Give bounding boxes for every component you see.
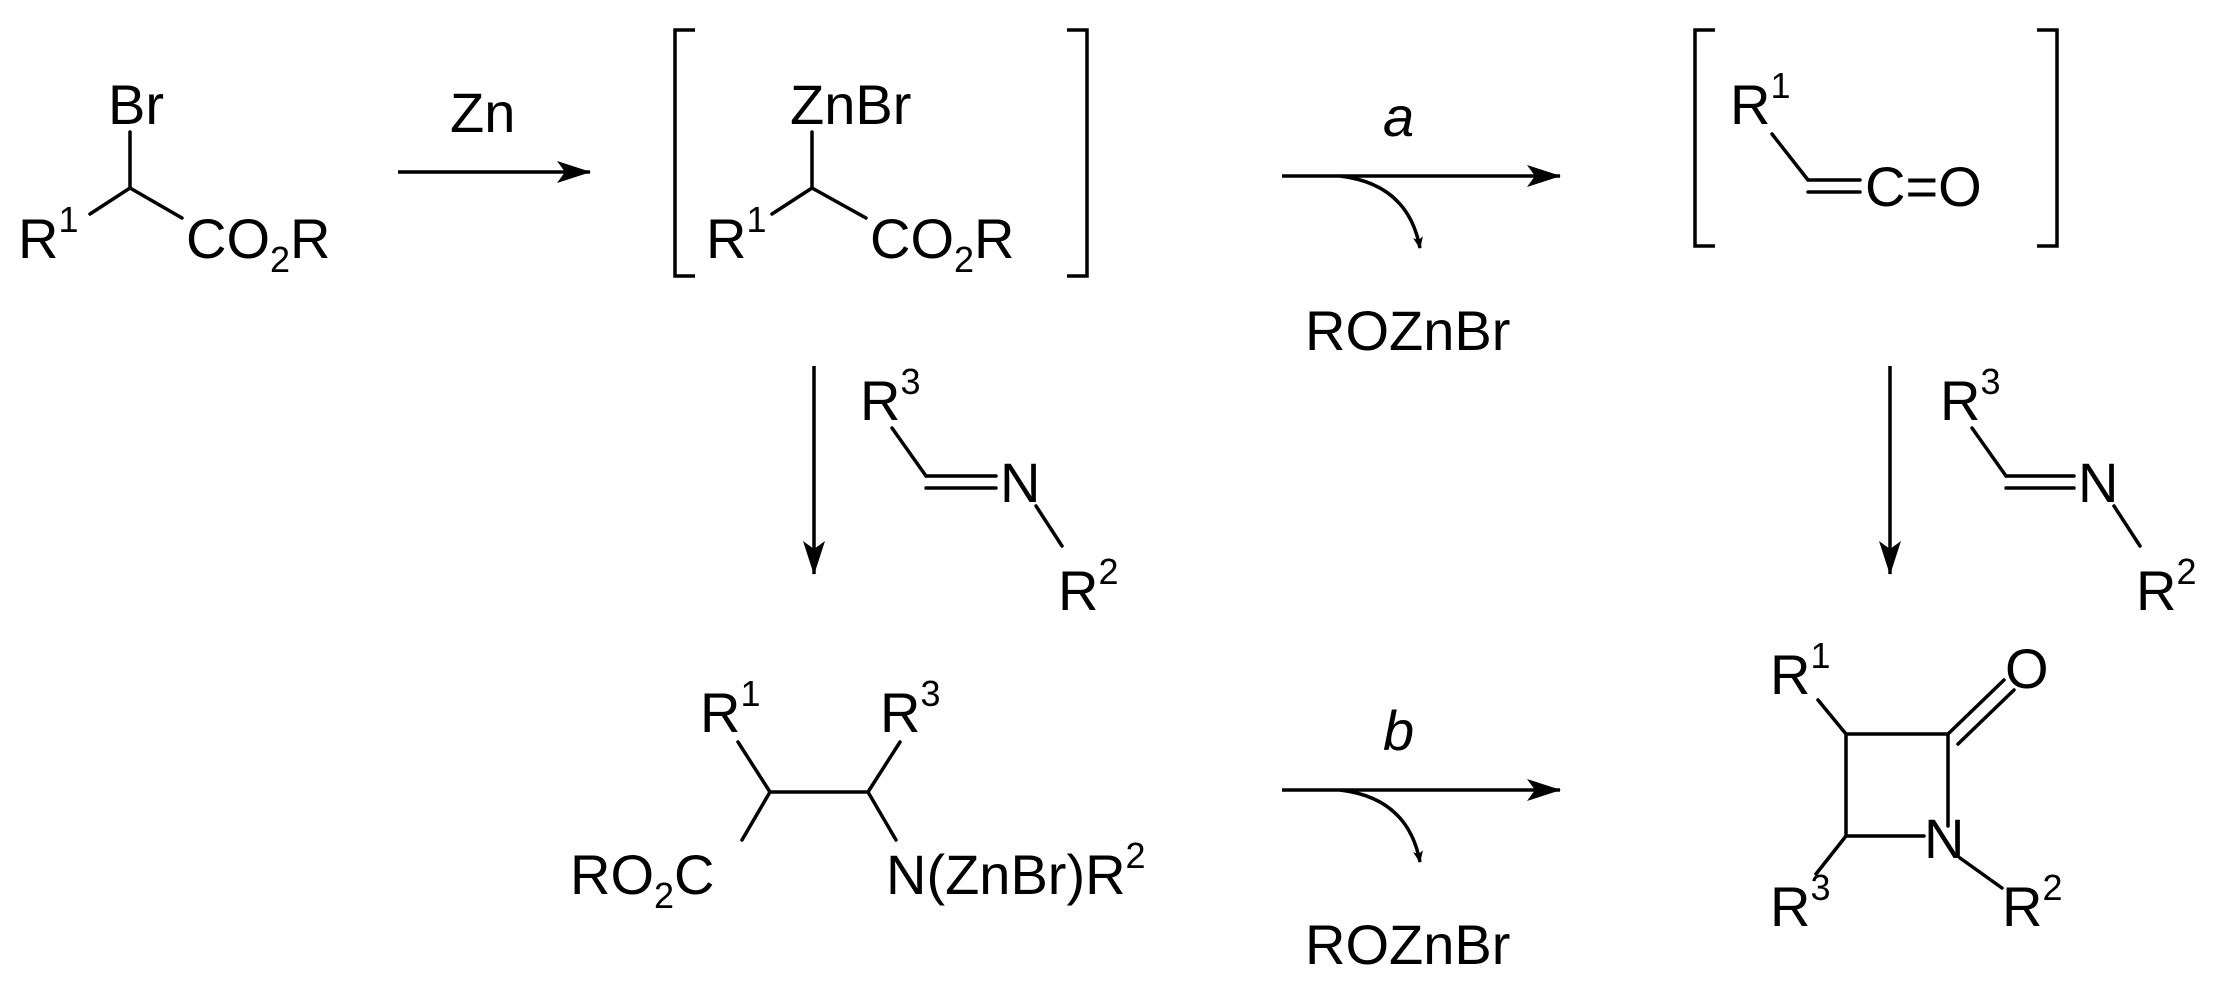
imine-reagent-right: R3 N R2 bbox=[1940, 361, 2196, 622]
beta-lactam-product: R1 O N R3 R2 bbox=[1770, 635, 2062, 938]
left-bracket bbox=[673, 28, 695, 278]
pathway-b-label: b bbox=[1383, 699, 1414, 762]
bond bbox=[128, 186, 184, 220]
pathway-a-label: a bbox=[1383, 85, 1414, 148]
imine-reagent: R3 N R2 bbox=[860, 361, 1118, 622]
right-bracket bbox=[2037, 28, 2059, 248]
nitrogen-label: N bbox=[1000, 451, 1040, 514]
bond bbox=[1970, 426, 2008, 478]
r3-label: R3 bbox=[1940, 361, 2000, 432]
left-bracket bbox=[1693, 28, 1715, 248]
ester-label: CO2R bbox=[186, 207, 330, 280]
bond bbox=[736, 740, 772, 794]
r1-label: R1 bbox=[700, 673, 760, 744]
bond bbox=[88, 186, 132, 216]
arrow-zinc-insertion: Zn bbox=[398, 81, 591, 183]
curved-arrow bbox=[1339, 788, 1423, 863]
bond bbox=[1034, 504, 1064, 548]
bond bbox=[770, 186, 814, 216]
byproduct-label: ROZnBr bbox=[1305, 913, 1510, 976]
bond bbox=[740, 790, 772, 842]
ketene-carbonyl-label: C=O bbox=[1865, 155, 1982, 218]
arrow-pathway-a: a ROZnBr bbox=[1282, 85, 1561, 362]
r1-label: R1 bbox=[1730, 65, 1790, 136]
nitrogen-label: N bbox=[2078, 451, 2118, 514]
ester-label: CO2R bbox=[870, 207, 1014, 280]
amino-ester-adduct: R1 R3 RO2C N(ZnBr)R2 bbox=[570, 673, 1146, 916]
carbonyl-bond bbox=[1956, 688, 2016, 746]
bond bbox=[810, 186, 868, 220]
curved-arrow bbox=[1339, 174, 1423, 249]
bond bbox=[866, 740, 902, 794]
bond bbox=[1770, 132, 1810, 182]
bond bbox=[1958, 856, 2004, 890]
zinc-label: Zn bbox=[450, 81, 515, 144]
ketene-intermediate: R1 C=O bbox=[1693, 28, 2059, 248]
r1-label: R1 bbox=[18, 199, 78, 270]
bond bbox=[2112, 504, 2142, 548]
right-bracket bbox=[1067, 28, 1089, 278]
ester-label: RO2C bbox=[570, 843, 714, 916]
arrow-pathway-b: b ROZnBr bbox=[1282, 699, 1561, 976]
r3-label: R3 bbox=[880, 673, 940, 744]
nitrogen-label: N bbox=[1924, 807, 1964, 870]
bond bbox=[890, 426, 928, 478]
r1-label: R1 bbox=[706, 199, 766, 270]
r2-label: R2 bbox=[2002, 867, 2062, 938]
r2-label: R2 bbox=[1058, 551, 1118, 622]
zinc-amide-label: N(ZnBr)R2 bbox=[886, 835, 1146, 906]
bond bbox=[1816, 698, 1848, 736]
carbonyl-bond bbox=[1946, 678, 2006, 736]
r1-label: R1 bbox=[1770, 635, 1830, 706]
r2-label: R2 bbox=[2136, 551, 2196, 622]
r3-label: R3 bbox=[860, 361, 920, 432]
r3-label: R3 bbox=[1770, 867, 1830, 938]
bromo-label: Br bbox=[108, 73, 164, 136]
bond bbox=[866, 790, 898, 842]
bond bbox=[1814, 834, 1848, 876]
bromoester: Br R1 CO2R bbox=[18, 73, 330, 280]
zinc-bromide-label: ZnBr bbox=[790, 73, 911, 136]
zinc-reagent-intermediate: ZnBr R1 CO2R bbox=[673, 28, 1089, 280]
byproduct-label: ROZnBr bbox=[1305, 299, 1510, 362]
